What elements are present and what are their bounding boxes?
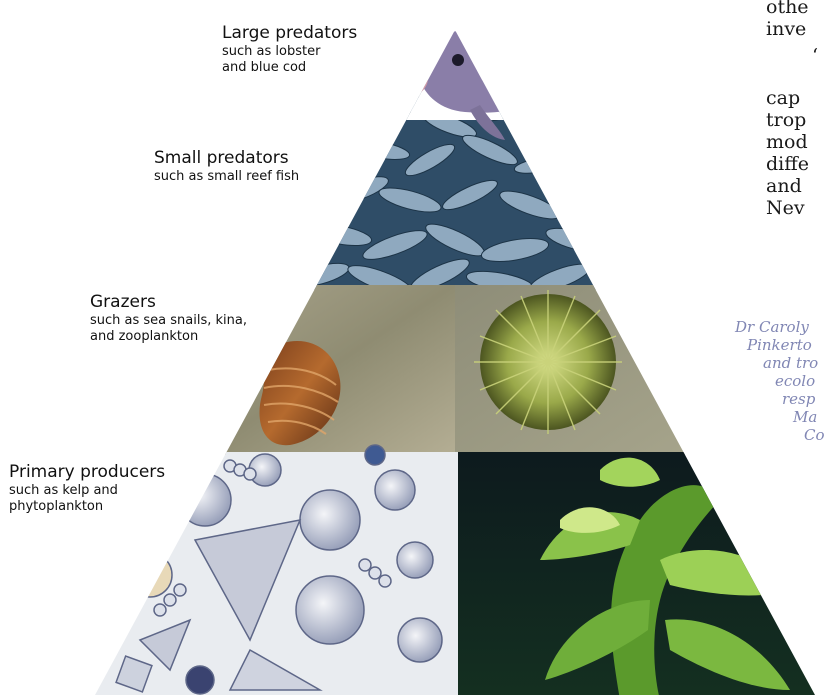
caption-line: Ma bbox=[793, 408, 817, 426]
caption-line: Co bbox=[804, 426, 825, 444]
cropped-caption: Dr Caroly Pinkerto and tro ecolo resp Ma… bbox=[0, 0, 827, 500]
caption-line: ecolo bbox=[775, 372, 815, 390]
level-subtitle-line: phytoplankton bbox=[9, 499, 165, 515]
caption-line: Dr Caroly bbox=[735, 318, 809, 336]
caption-line: Pinkerto bbox=[747, 336, 812, 354]
caption-line: and tro bbox=[763, 354, 818, 372]
caption-line: resp bbox=[782, 390, 815, 408]
